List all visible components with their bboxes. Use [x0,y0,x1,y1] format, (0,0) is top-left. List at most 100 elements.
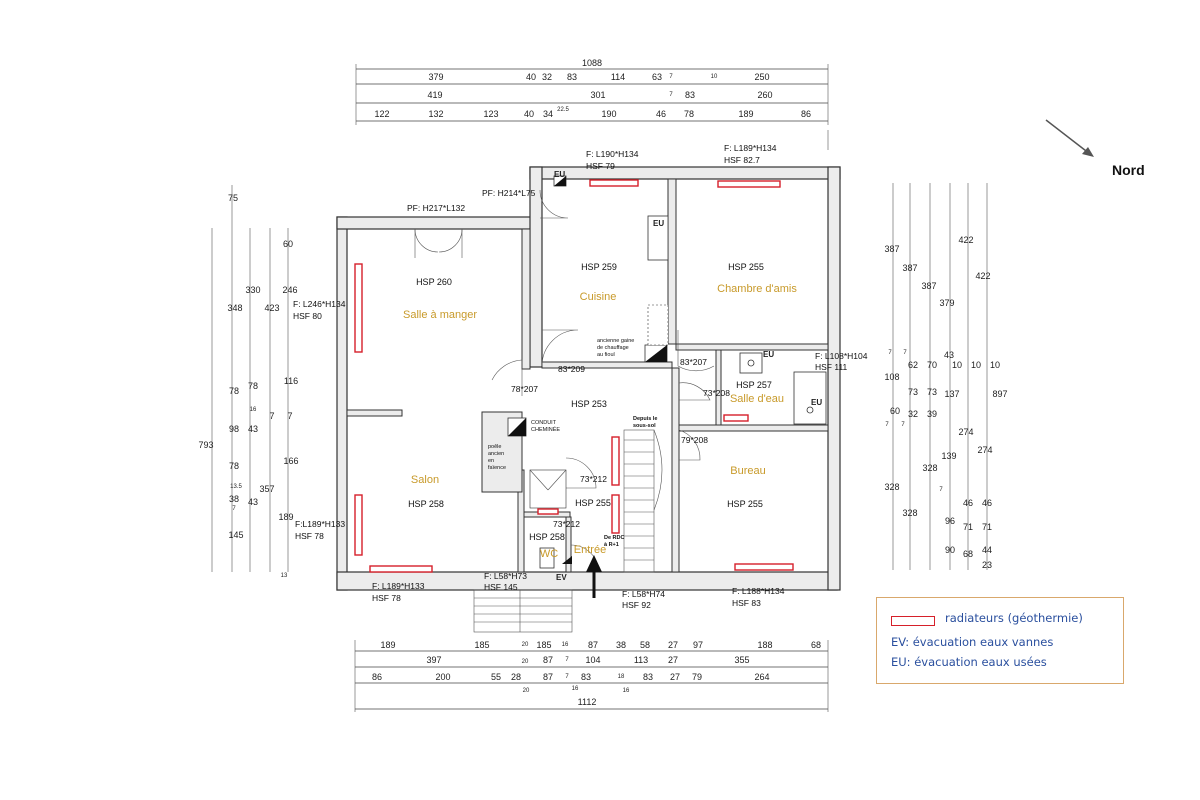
dim-right: 32 [908,409,918,419]
dim-right: 274 [958,427,973,437]
dim-bottom-r1: 97 [693,640,703,650]
room-bureau: Bureau [730,465,765,477]
opening-label: HSF 145 [484,582,518,592]
note-poele: en [488,458,494,464]
door-size: 78*207 [511,384,538,394]
door-size: 83*209 [558,364,585,374]
dim-bottom-r1: 20 [522,642,529,648]
note-poele: poêle [488,444,501,450]
dim-left: 357 [259,484,274,494]
dim-bottom-r3: 264 [754,672,769,682]
staircase [624,429,663,561]
dim-bottom-r1: 58 [640,640,650,650]
opening-label: F: L189*H134 [724,143,777,153]
right-dimensions: 422 387 387 422 387 379 7 7 43 62 70 10 … [884,183,1008,570]
dim-right: 23 [982,560,992,570]
dim-left: 330 [245,285,260,295]
dim-top-r3: 190 [601,109,616,119]
dim-right: 90 [945,545,955,555]
dim-bottom-r3: 87 [543,672,553,682]
hsp-bureau: HSP 255 [727,499,763,509]
dim-top-r1: 32 [542,72,552,82]
eu-label: EU [554,170,565,179]
radiator [734,563,794,571]
note-depuis: sous-sol [633,423,656,429]
hsp-chambre: HSP 255 [728,262,764,272]
dim-top-r3: 46 [656,109,666,119]
ev-label: EV [556,573,567,582]
hsp-wc: HSP 258 [529,532,565,542]
dim-left: 78 [229,386,239,396]
dim-right: 71 [982,522,992,532]
dim-right: 328 [884,482,899,492]
dim-bottom-r1: 16 [562,642,569,648]
dim-right: 60 [890,406,900,416]
dim-right: 328 [902,508,917,518]
hsp-salon: HSP 258 [408,499,444,509]
dim-right: 139 [941,451,956,461]
hsp-salle-eau: HSP 257 [736,380,772,390]
dim-left: 246 [282,285,297,295]
dim-bottom-r1: 87 [588,640,598,650]
dim-right: 39 [927,409,937,419]
dim-left: 7 [232,506,236,512]
entry-arrow [586,555,602,598]
note-rdc: à R+1 [604,542,619,548]
dim-top-r3: 189 [738,109,753,119]
dim-left: 38 [229,494,239,504]
radiator [354,263,363,353]
north-arrow-icon [1045,119,1094,157]
dim-top-r2: 83 [685,90,695,100]
radiator [537,508,559,515]
room-entree: Entrée [574,544,606,556]
dim-left: 43 [248,497,258,507]
dim-left: 98 [229,424,239,434]
dim-right: 7 [885,422,889,428]
dim-right: 379 [939,298,954,308]
dim-top-r3: 86 [801,109,811,119]
dim-bottom-r1: 68 [811,640,821,650]
dim-top-r3: 22.5 [557,107,569,113]
opening-label: HSF 111 [815,362,848,372]
note-gaine: ancienne gaine [597,338,634,344]
dim-bottom-r2: 27 [668,655,678,665]
radiator [611,436,620,486]
dim-right: 43 [944,350,954,360]
dim-bottom-r3: 28 [511,672,521,682]
door-size: 73*212 [580,474,607,484]
dim-bottom-r2: 7 [565,657,569,663]
dim-bottom-r3: 18 [618,674,625,680]
dim-top-r2: 260 [757,90,772,100]
top-dimensions: 1088 379 40 32 83 114 63 7 10 250 419 30… [355,58,829,150]
dim-right: 10 [990,360,1000,370]
dim-bottom-r1: 38 [616,640,626,650]
opening-label: HSF 83 [732,598,761,608]
opening-label: HSF 78 [295,531,324,541]
note-depuis: Depuis le [633,416,657,422]
opening-label: HSF 79 [586,161,615,171]
dim-top-r1: 83 [567,72,577,82]
legend-radiators: radiateurs (géothermie) [945,611,1083,625]
dim-right: 73 [908,387,918,397]
opening-label: F: L58*H74 [622,589,665,599]
dim-right: 70 [927,360,937,370]
opening-label: HSF 82.7 [724,155,760,165]
hsp-hall: HSP 253 [571,399,607,409]
opening-label: F: L58*H73 [484,571,527,581]
eu-label: EU [763,350,774,359]
radiators [354,179,794,573]
dim-left: 75 [228,193,238,203]
room-wc: WC [540,548,558,560]
dim-bottom-r2: 20 [522,659,529,665]
radiator-legend-swatch [891,616,935,626]
dim-top-r3: 122 [374,109,389,119]
door-size: 83*207 [680,357,707,367]
dim-top-r2: 419 [427,90,442,100]
radiator [589,179,639,187]
radiator [369,565,433,573]
eu-label: EU [811,398,822,407]
fixtures [507,175,827,569]
legend-eu: EU: évacuation eaux usées [891,655,1047,669]
dim-right: 387 [884,244,899,254]
